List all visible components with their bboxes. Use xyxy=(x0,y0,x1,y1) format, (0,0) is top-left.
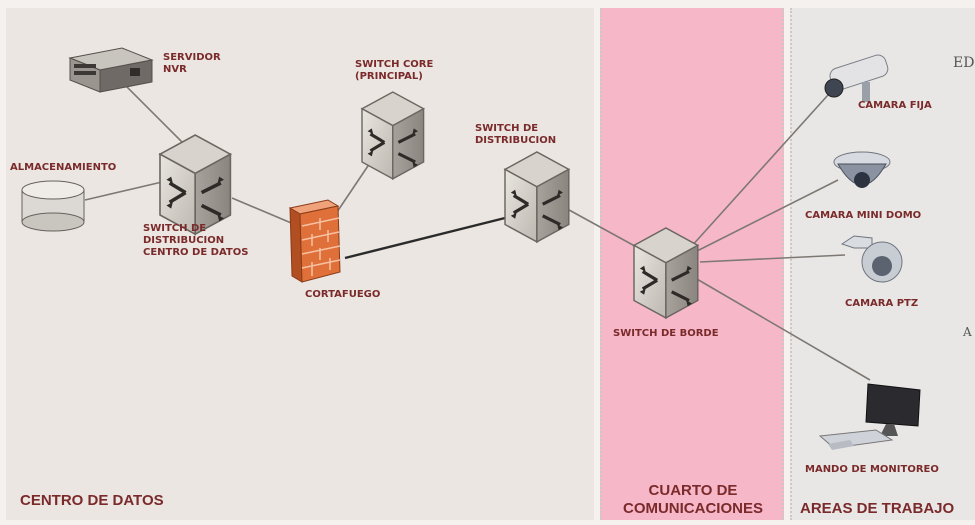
core-switch-icon xyxy=(362,92,424,179)
mini-dome-camera-icon xyxy=(834,152,890,188)
edge-switch-icon xyxy=(634,228,698,318)
link-nvr-dcswitch xyxy=(125,85,190,150)
link-storage-dcswitch xyxy=(85,182,162,200)
link-firewall-dist xyxy=(345,218,505,258)
zone-datacenter-title: CENTRO DE DATOS xyxy=(20,492,164,510)
dist-switch-icon xyxy=(505,152,569,242)
edge-switch-label: SWITCH DE BORDE xyxy=(613,328,719,340)
link-dist-edge xyxy=(560,205,642,250)
core-switch-label: SWITCH CORE (PRINCIPAL) xyxy=(355,59,433,83)
link-edge-fixedcam xyxy=(690,95,828,248)
nvr-server-label: SERVIDOR NVR xyxy=(163,52,221,76)
monitoring-label: MANDO DE MONITOREO xyxy=(805,464,939,476)
zone-comm-room-title: CUARTO DE COMUNICACIONES xyxy=(608,482,778,518)
nvr-server-icon xyxy=(70,48,152,92)
dist-switch-label: SWITCH DE DISTRIBUCION xyxy=(475,123,556,147)
firewall-icon xyxy=(290,200,340,282)
ptz-camera-icon xyxy=(842,236,902,282)
mini-dome-camera-label: CAMARA MINI DOMO xyxy=(805,210,921,222)
firewall-label: CORTAFUEGO xyxy=(305,289,380,301)
fixed-camera-label: CAMARA FIJA xyxy=(858,100,932,112)
storage-label: ALMACENAMIENTO xyxy=(10,162,116,174)
fixed-camera-icon xyxy=(825,53,890,102)
monitoring-station-icon xyxy=(820,384,920,450)
dc-switch-label: SWITCH DE DISTRIBUCION CENTRO DE DATOS xyxy=(143,223,248,259)
storage-icon xyxy=(22,181,84,231)
cropped-text-top: ED xyxy=(953,55,974,71)
link-edge-ptz xyxy=(700,255,845,262)
dc-switch-icon xyxy=(160,135,230,234)
cropped-text-mid: A xyxy=(963,325,972,339)
ptz-camera-label: CAMARA PTZ xyxy=(845,298,918,310)
link-dcswitch-firewall xyxy=(232,198,296,225)
zone-work-areas-title: AREAS DE TRABAJO xyxy=(800,500,954,518)
